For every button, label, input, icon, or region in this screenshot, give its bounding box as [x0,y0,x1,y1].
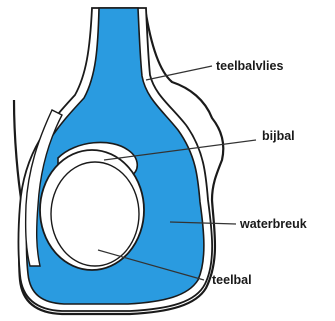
leader-teelbalvlies [146,66,212,80]
label-teelbalvlies: teelbalvlies [216,59,283,73]
label-waterbreuk: waterbreuk [239,217,307,231]
label-teelbal: teelbal [212,273,252,287]
testis-inner [51,162,139,266]
label-bijbal: bijbal [262,129,295,143]
